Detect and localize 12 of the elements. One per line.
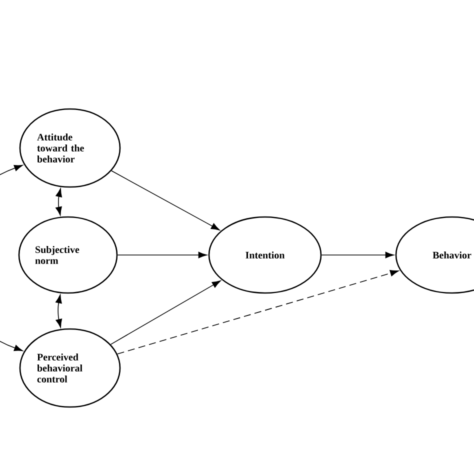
ellipse-node: Intention [208,216,322,294]
arrow [116,270,399,354]
ellipse-node: Subjective norm [18,216,118,294]
arrow [321,252,394,258]
arrow [56,188,62,216]
arrow [110,280,221,345]
arrow [111,170,220,230]
arrow [56,294,62,328]
ellipse-node: Attitude toward the behavior [19,108,121,188]
ellipse-node: Perceived behavioral control [19,328,121,408]
arrow [117,252,207,258]
arrow [0,164,23,352]
